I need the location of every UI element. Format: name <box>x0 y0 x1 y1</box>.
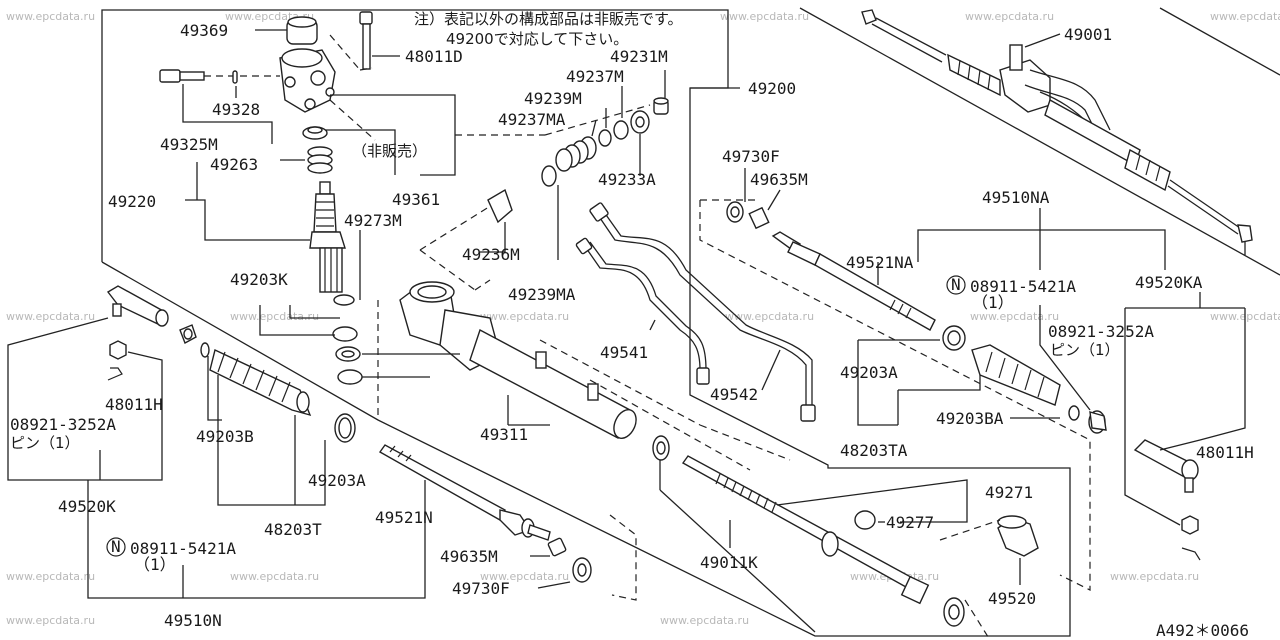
label-49635M-right: 49635M <box>750 170 808 189</box>
watermark: www.epcdata.ru <box>1110 570 1199 583</box>
watermark: www.epcdata.ru <box>230 310 319 323</box>
label-49521NA: 49521NA <box>846 253 914 272</box>
label-49271: 49271 <box>985 483 1033 502</box>
left-tie-rod-group <box>7 285 426 599</box>
watermark: www.epcdata.ru <box>6 310 95 323</box>
label-08911-right-group: N 08911-5421A （1） <box>946 275 1076 312</box>
label-49325M: 49325M <box>160 135 218 154</box>
label-49730F-left: 49730F <box>452 579 510 598</box>
label-49277: 49277 <box>886 513 934 532</box>
label-49328: 49328 <box>212 100 260 119</box>
label-49369: 49369 <box>180 21 228 40</box>
watermark: www.epcdata.ru <box>720 10 809 23</box>
watermark: www.epcdata.ru <box>480 570 569 583</box>
label-49635M-left: 49635M <box>440 547 498 566</box>
label-49541: 49541 <box>600 343 648 362</box>
catalog-reference: A492＊0066 <box>1156 621 1249 640</box>
watermark: www.epcdata.ru <box>965 10 1054 23</box>
label-48203TA: 48203TA <box>840 441 908 460</box>
label-49236M: 49236M <box>462 245 520 264</box>
note-line-1: 注）表記以外の構成部品は非販売です。 <box>414 10 683 28</box>
label-08921-right-qty: ピン（1） <box>1050 341 1120 359</box>
label-49273M: 49273M <box>344 211 402 230</box>
label-49203A-left: 49203A <box>308 471 366 490</box>
label-49520KA: 49520KA <box>1135 273 1203 292</box>
label-49233A: 49233A <box>598 170 656 189</box>
label-49237MA: 49237MA <box>498 110 566 129</box>
valve-housing-group <box>159 11 456 306</box>
label-48203T: 48203T <box>264 520 322 539</box>
label-49237M: 49237M <box>566 67 624 86</box>
watermark-layer: www.epcdata.ru www.epcdata.ru www.epcdat… <box>6 10 1280 627</box>
watermark: www.epcdata.ru <box>970 310 1059 323</box>
label-49311: 49311 <box>480 425 528 444</box>
label-49263: 49263 <box>210 155 258 174</box>
label-49200: 49200 <box>748 79 796 98</box>
label-49510NA: 49510NA <box>982 188 1050 207</box>
label-49520K: 49520K <box>58 497 116 516</box>
label-08921-left: 08921-3252A <box>10 415 116 434</box>
watermark: www.epcdata.ru <box>480 310 569 323</box>
right-tie-rod-group <box>726 168 1246 640</box>
label-49520: 49520 <box>988 589 1036 608</box>
label-49203K: 49203K <box>230 270 288 289</box>
watermark: www.epcdata.ru <box>6 614 95 627</box>
gear-housing <box>259 188 791 471</box>
circle-n-mark: N <box>951 275 961 294</box>
watermark: www.epcdata.ru <box>6 570 95 583</box>
label-49001: 49001 <box>1064 25 1112 44</box>
watermark: www.epcdata.ru <box>725 310 814 323</box>
note-line-2: 49200で対応して下さい。 <box>446 30 628 48</box>
rack-bar <box>652 435 968 633</box>
label-49239M: 49239M <box>524 89 582 108</box>
watermark: www.epcdata.ru <box>230 570 319 583</box>
frame-lines <box>101 7 1280 637</box>
label-49203BA: 49203BA <box>936 409 1004 428</box>
label-08921-right: 08921-3252A <box>1048 322 1154 341</box>
label-49203B: 49203B <box>196 427 254 446</box>
part-labels: 49369 48011D 49328 49325M 49263 49220 （非… <box>10 21 1254 640</box>
label-08911-right: 08911-5421A <box>970 277 1076 296</box>
label-48011H-right: 48011H <box>1196 443 1254 462</box>
label-49521N: 49521N <box>375 508 433 527</box>
watermark: www.epcdata.ru <box>6 10 95 23</box>
watermark: www.epcdata.ru <box>660 614 749 627</box>
steering-gear-assembly-overview <box>861 9 1253 255</box>
circle-n-mark: N <box>111 537 121 556</box>
label-49730F-right: 49730F <box>722 147 780 166</box>
label-08911-right-qty: （1） <box>972 293 1014 312</box>
label-08921-left-qty: ピン（1） <box>10 434 80 452</box>
label-08911-left-qty: （1） <box>134 555 176 574</box>
label-49361: 49361 <box>392 190 440 209</box>
label-48011D: 48011D <box>405 47 463 66</box>
pressure-pipes <box>575 202 816 422</box>
label-not-sold: （非販売） <box>352 142 427 160</box>
label-49231M: 49231M <box>610 47 668 66</box>
watermark: www.epcdata.ru <box>1210 10 1280 23</box>
label-49239MA: 49239MA <box>508 285 576 304</box>
note-block: 注）表記以外の構成部品は非販売です。 49200で対応して下さい。 <box>414 10 683 48</box>
label-49011K: 49011K <box>700 553 758 572</box>
label-08911-left: 08911-5421A <box>130 539 236 558</box>
label-49542: 49542 <box>710 385 758 404</box>
inner-tie-rod-left <box>378 444 637 601</box>
label-08911-left-group: N 08911-5421A （1） <box>106 537 236 574</box>
label-49220: 49220 <box>108 192 156 211</box>
seal-kit-group <box>455 70 669 260</box>
label-48011H-left: 48011H <box>105 395 163 414</box>
label-49203A-right: 49203A <box>840 363 898 382</box>
label-49510N: 49510N <box>164 611 222 630</box>
